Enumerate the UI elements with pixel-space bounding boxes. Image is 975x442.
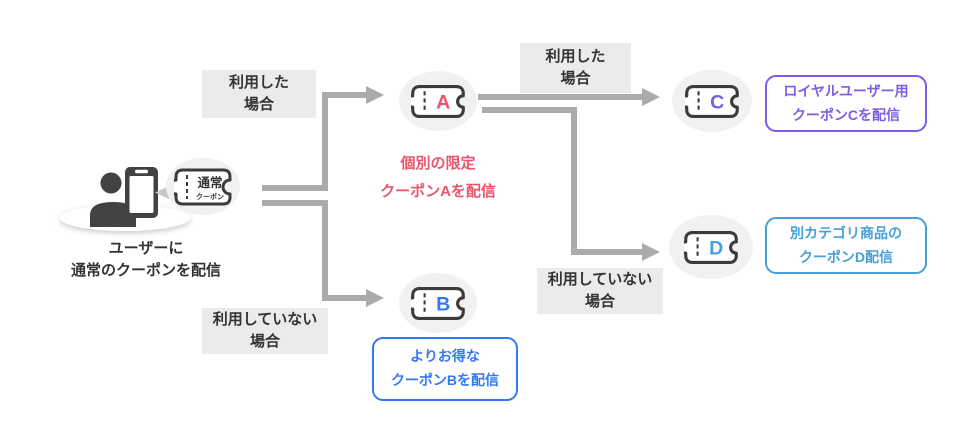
label-line: 場合: [584, 293, 615, 310]
person-head-icon: [100, 172, 122, 194]
coupon-d-node: D: [669, 215, 753, 279]
user-caption-line1: ユーザーに: [108, 240, 184, 257]
coupon-a-letter: A: [436, 91, 450, 113]
coupon-c-note: ロイヤルユーザー用 クーポンCを配信: [765, 75, 927, 132]
coupon-c-node: C: [672, 70, 752, 132]
label-line: 利用していない: [212, 310, 318, 328]
label-not-used-right: 利用していない 場合: [537, 268, 663, 314]
label-line: 利用した: [545, 47, 606, 65]
label-line: 場合: [243, 96, 274, 113]
label-line: 利用していない: [547, 270, 653, 288]
connector-user-to-a: [262, 92, 366, 191]
user-caption: ユーザーに 通常のクーポンを配信: [40, 238, 252, 282]
note-line: ロイヤルユーザー用: [783, 82, 909, 99]
note-line: クーポンD配信: [798, 248, 894, 265]
normal-coupon-label-top: 通常: [197, 175, 222, 190]
caption-line: クーポンAを配信: [380, 182, 496, 200]
note-line: クーポンCを配信: [791, 106, 901, 123]
phone-speaker: [135, 169, 148, 174]
coupon-a-caption: 個別の限定 クーポンAを配信: [353, 150, 523, 206]
coupon-d-ticket-icon: D: [684, 230, 738, 264]
arrowhead-to-b-icon: [366, 289, 384, 307]
coupon-b-note: よりお得な クーポンBを配信: [372, 337, 518, 401]
arrowhead-to-d-icon: [642, 243, 660, 261]
normal-coupon-label-bottom: クーポン: [196, 192, 224, 201]
normal-coupon-ticket-icon: 通常 クーポン: [174, 168, 232, 205]
coupon-b-node: B: [399, 273, 477, 333]
label-used-right: 利用した 場合: [520, 43, 631, 93]
label-not-used-left: 利用していない 場合: [202, 308, 328, 354]
user-caption-line2: 通常のクーポンを配信: [70, 261, 221, 279]
connector-a-to-d: [482, 107, 642, 255]
note-line: よりお得な: [410, 348, 480, 365]
coupon-c-letter: C: [710, 91, 724, 113]
connector-user-to-b: [262, 200, 366, 301]
coupon-a-node: A: [399, 71, 477, 131]
person-body-icon: [90, 202, 136, 227]
note-line: 別カテゴリ商品の: [790, 224, 902, 241]
normal-coupon-bubble: 通常 クーポン: [166, 158, 240, 215]
arrowhead-to-a-icon: [366, 86, 384, 104]
coupon-b-ticket-icon: B: [411, 286, 465, 320]
label-line: 場合: [249, 333, 280, 350]
label-used-left: 利用した 場合: [202, 70, 316, 118]
coupon-c-ticket-icon: C: [685, 84, 739, 118]
coupon-d-note: 別カテゴリ商品の クーポンD配信: [765, 217, 927, 274]
arrowhead-to-c-icon: [642, 88, 660, 106]
label-line: 利用した: [228, 73, 289, 91]
coupon-a-ticket-icon: A: [411, 84, 465, 118]
coupon-d-letter: D: [709, 237, 723, 259]
user-with-phone-icon: [60, 167, 190, 231]
phone-screen: [129, 176, 154, 213]
note-line: クーポンBを配信: [390, 372, 500, 388]
label-line: 場合: [560, 70, 591, 87]
coupon-b-letter: B: [436, 293, 450, 315]
caption-line: 個別の限定: [400, 155, 476, 172]
